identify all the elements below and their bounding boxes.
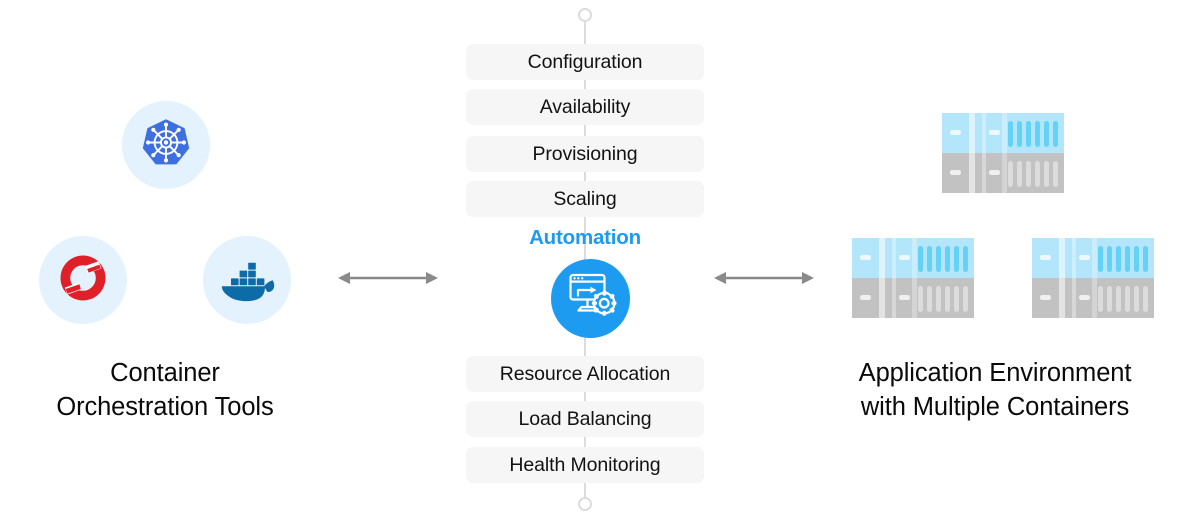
docker-icon — [216, 253, 278, 308]
automation-monitor-gear-icon — [565, 271, 617, 326]
automation-label: Automation — [529, 226, 641, 249]
pill-resource-allocation[interactable]: Resource Allocation — [466, 356, 704, 392]
server-rack-right — [1032, 238, 1154, 318]
server-rack-top — [942, 113, 1064, 193]
server-rack-left — [852, 238, 974, 318]
left-bidirectional-arrow — [336, 268, 440, 288]
pill-configuration[interactable]: Configuration — [466, 44, 704, 80]
spine-endpoint-top — [578, 8, 592, 22]
kubernetes-icon-badge[interactable] — [122, 101, 210, 189]
docker-icon-badge[interactable] — [203, 236, 291, 324]
pill-availability[interactable]: Availability — [466, 89, 704, 125]
left-label-line2: Orchestration Tools — [56, 393, 274, 421]
left-label-line1: Container — [110, 359, 220, 387]
pill-scaling[interactable]: Scaling — [466, 181, 704, 217]
spine-endpoint-bottom — [578, 497, 592, 511]
pill-provisioning[interactable]: Provisioning — [466, 136, 704, 172]
automation-icon-badge[interactable] — [551, 259, 630, 338]
right-label-line1: Application Environment — [858, 359, 1132, 387]
pill-load-balancing[interactable]: Load Balancing — [466, 401, 704, 437]
right-bidirectional-arrow — [712, 268, 816, 288]
openshift-icon — [54, 249, 112, 312]
left-column-label: Container Orchestration Tools — [0, 356, 330, 424]
pill-health-monitoring[interactable]: Health Monitoring — [466, 447, 704, 483]
openshift-icon-badge[interactable] — [39, 236, 127, 324]
right-label-line2: with Multiple Containers — [860, 393, 1130, 421]
kubernetes-icon — [138, 115, 194, 176]
right-column-label: Application Environment with Multiple Co… — [790, 356, 1200, 424]
